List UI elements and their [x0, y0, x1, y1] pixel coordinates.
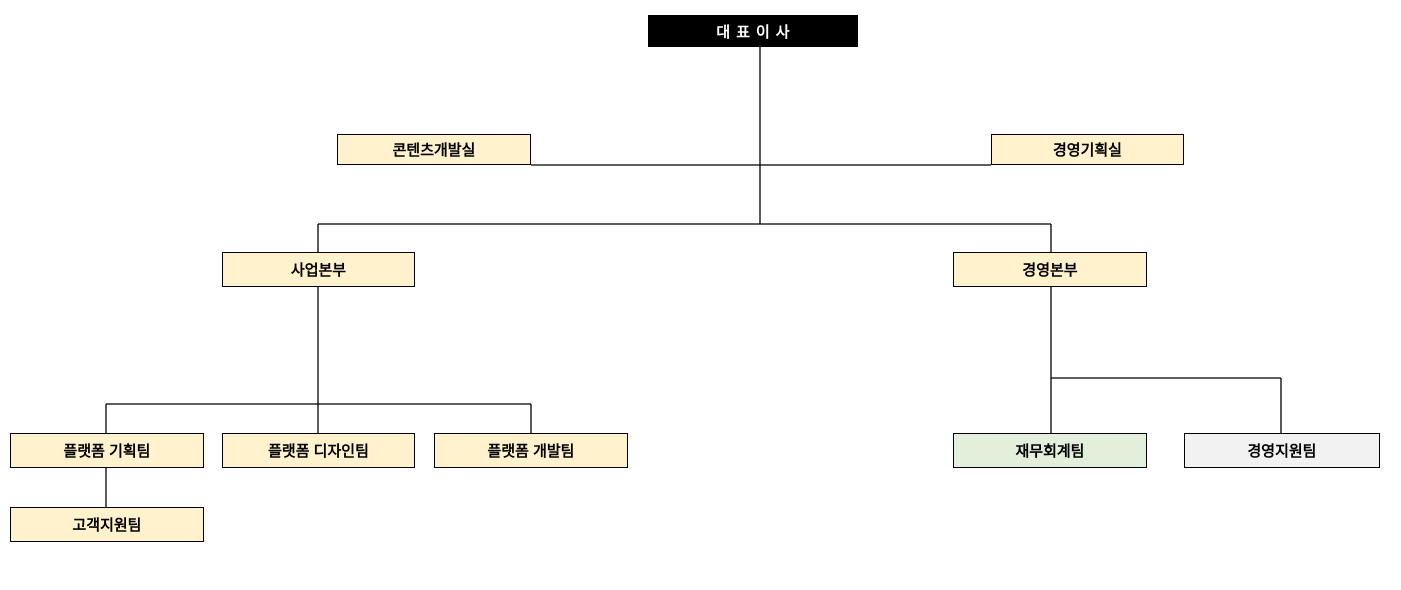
node-customer-support-team-label: 고객지원팀: [72, 517, 142, 534]
node-platform-design-team[interactable]: 플랫폼 디자인팀: [222, 433, 415, 468]
node-finance-accounting-team[interactable]: 재무회계팀: [953, 433, 1147, 468]
node-platform-dev-team-label: 플랫폼 개발팀: [487, 443, 575, 460]
node-customer-support-team[interactable]: 고객지원팀: [10, 507, 204, 542]
node-ceo[interactable]: 대표이사: [648, 15, 858, 47]
node-management-planning-office[interactable]: 경영기획실: [991, 134, 1184, 165]
node-finance-accounting-team-label: 재무회계팀: [1015, 443, 1085, 460]
node-platform-planning-team-label: 플랫폼 기획팀: [63, 443, 151, 460]
node-content-dev-office-label: 콘텐츠개발실: [392, 142, 476, 159]
node-management-support-team[interactable]: 경영지원팀: [1184, 433, 1380, 468]
node-management-support-team-label: 경영지원팀: [1247, 443, 1317, 460]
node-platform-planning-team[interactable]: 플랫폼 기획팀: [10, 433, 204, 468]
node-ceo-label: 대표이사: [716, 23, 796, 41]
node-platform-design-team-label: 플랫폼 디자인팀: [268, 443, 369, 460]
node-management-division-label: 경영본부: [1022, 262, 1078, 279]
node-management-division[interactable]: 경영본부: [953, 252, 1147, 287]
node-business-division[interactable]: 사업본부: [222, 252, 415, 287]
node-management-planning-office-label: 경영기획실: [1052, 142, 1122, 159]
node-content-dev-office[interactable]: 콘텐츠개발실: [337, 134, 531, 165]
node-platform-dev-team[interactable]: 플랫폼 개발팀: [434, 433, 628, 468]
node-business-division-label: 사업본부: [290, 262, 347, 279]
